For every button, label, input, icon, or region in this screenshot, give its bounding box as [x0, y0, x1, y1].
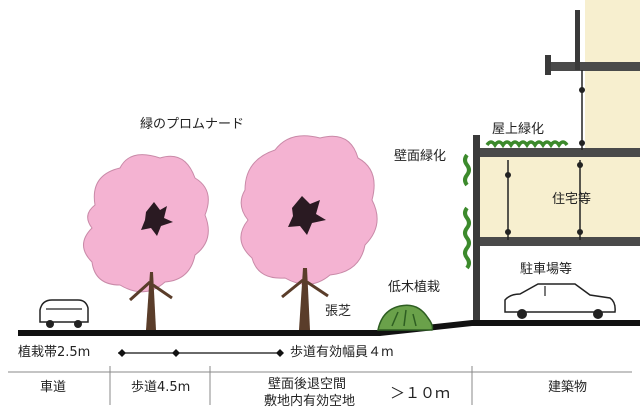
car-icon [504, 283, 616, 319]
label-sidewalk: 歩道4.5m [131, 380, 191, 395]
label-low-planting: 低木植栽 [388, 280, 441, 295]
label-site-effective: 敷地内有効空地 [264, 394, 356, 409]
label-rooftop-greening: 屋上緑化 [492, 122, 545, 137]
label-planting-strip: 植栽帯2.5m [18, 345, 91, 360]
label-building: 建築物 [548, 380, 588, 395]
label-housing: 住宅等 [552, 192, 592, 207]
tree-icon [83, 154, 209, 330]
dimension-lines [8, 349, 632, 405]
label-promenade: 緑のプロムナード [140, 117, 245, 132]
shrub-icon [377, 304, 434, 331]
ground-line [18, 320, 640, 336]
label-roadway: 車道 [40, 380, 67, 395]
car-icon [39, 299, 89, 328]
label-turf: 張芝 [325, 304, 352, 319]
label-setback-value: ＞１０ｍ [390, 384, 451, 402]
label-wall-greening: 壁面緑化 [394, 149, 447, 164]
tree-icon [240, 135, 378, 330]
label-parking: 駐車場等 [520, 262, 573, 277]
building-section-icon [463, 0, 640, 325]
label-setback-space: 壁面後退空間 [268, 377, 347, 392]
label-sidewalk-effective: 歩道有効幅員４m [290, 345, 394, 360]
